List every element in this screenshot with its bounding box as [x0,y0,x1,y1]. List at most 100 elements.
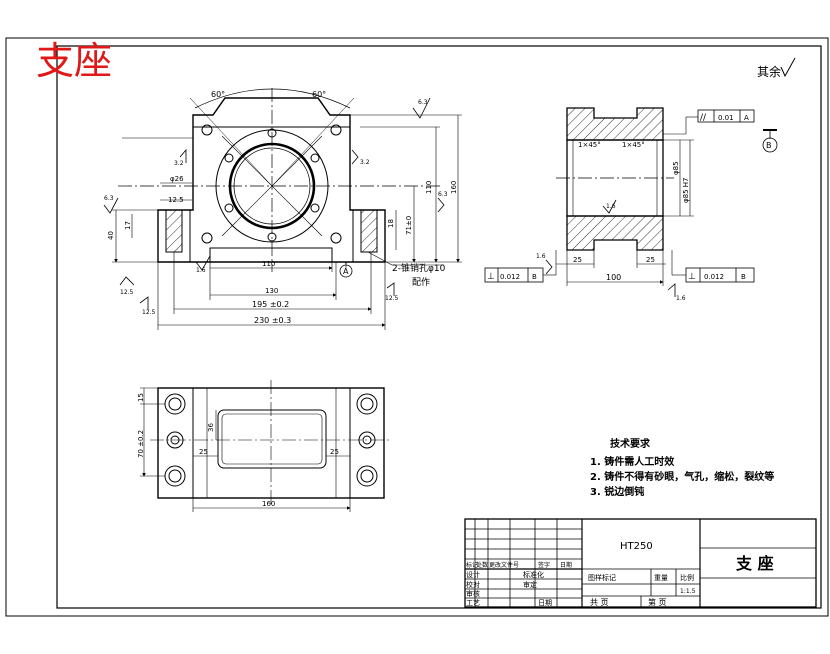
dim-160-top: 160 [262,500,275,508]
dim-25-right-top: 25 [330,448,339,456]
tech-item-1: 1. 铸件需人工时效 [590,455,675,468]
roughness-16-icon [195,255,211,271]
watermark-title: 支座 [36,39,112,83]
inner-border [56,45,822,609]
tol-parallel-ref: A [744,114,749,122]
part-name: 支 座 [735,554,774,573]
tech-item-3: 3. 锐边倒钝 [590,485,644,498]
dim-195: 195 ±0.2 [252,300,289,309]
roughness-125-icon [119,276,135,286]
tb-change-doc: 更改文件号 [489,561,519,569]
roughness-63-right-icon [437,197,445,213]
front-view-labels: 60° 60° 110 130 195 ±0.2 230 ±0.3 110 16… [103,90,458,325]
dim-70: 70 ±0.2 [137,430,145,458]
tol-parallel-value: 0.01 [718,114,734,122]
dim-18: 18 [387,219,395,228]
dim-25-right-side: 25 [646,256,655,264]
rough-125: 12.5 [120,289,134,296]
tech-title: 技术要求 [610,437,651,450]
tb-drawing-mark: 图样标记 [588,573,616,582]
rough-32: 3.2 [174,160,184,167]
dim-110-right: 110 [425,181,433,194]
top-view [140,380,392,512]
roughness-125-right-icon [386,282,395,296]
tb-check: 审核 [466,589,480,598]
roughness-125-b-icon [139,296,149,310]
dim-110-bottom: 110 [262,260,275,268]
side-view-labels: 1×45° 1×45° φ85 φ85 H7 100 25 25 // 0.01… [487,113,772,302]
rough-125-b: 12.5 [142,309,156,316]
title-block [464,518,817,608]
tol-perp-right-symbol: ⊥ [688,272,696,282]
tb-mark: 标记 [466,561,478,569]
dim-130: 130 [265,287,278,295]
angle-right-label: 60° [312,90,326,99]
dim-phi26: φ26 [170,175,184,183]
roughness-32-icon [179,148,187,163]
dim-160: 160 [450,181,458,194]
datum-a: A [343,267,349,276]
roughness-16-left-icon [545,259,553,275]
tech-item-2: 2. 铸件不得有砂眼，气孔，缩松，裂纹等 [590,470,774,483]
roughness-symbol-icon [780,57,796,78]
roughness-63-icon [412,97,431,119]
tb-standardize: 标准化 [523,570,544,579]
tol-perp-right-value: 0.012 [704,273,724,281]
rough-125-right: 12.5 [385,295,399,302]
tb-weight: 重量 [654,574,668,582]
roughness-32-right-icon [351,149,359,165]
rough-16-side: 1.6 [606,203,616,210]
dim-71: 71±0 [405,216,413,235]
dim-230: 230 ±0.3 [254,316,291,325]
tol-perp-left-ref: B [532,273,537,281]
outer-border [5,37,829,617]
fit-note: 配作 [412,276,430,288]
front-view [112,88,462,330]
tb-sheet-no: 第 页 [648,597,667,607]
roughness-16-bottom-icon [667,283,676,297]
side-view [484,107,778,286]
tb-sheets-total: 共 页 [590,598,609,607]
tb-date: 日期 [538,599,552,607]
title-block-labels: HT250 支 座 标记 处数 更改文件号 签字 日期 设计 标准化 校对 审定… [466,541,774,607]
dim-100: 100 [606,273,621,282]
roughness-16-side-icon [602,199,617,214]
dim-phi85h7: φ85 H7 [682,178,690,203]
tb-scale: 比例 [680,573,694,582]
tech-requirements: 技术要求 1. 铸件需人工时效 2. 铸件不得有砂眼，气孔，缩松，裂纹等 3. … [590,437,774,498]
tb-scale-value: 1:1.5 [680,588,696,595]
chamfer-left: 1×45° [578,141,601,149]
tol-perp-left-value: 0.012 [500,273,520,281]
tol-parallel-symbol: // [700,113,707,123]
datum-b: B [766,141,772,150]
dim-12-5: 12.5 [168,196,184,204]
roughness-note: 其余 [757,64,781,79]
rough-63-right: 6.3 [438,191,448,198]
tb-date-head: 日期 [560,561,572,569]
tb-sign: 签字 [538,561,550,569]
dim-15: 15 [137,393,145,402]
material: HT250 [620,541,653,552]
tb-review: 校对 [466,580,480,589]
rough-63-left: 6.3 [104,195,114,202]
tol-perp-left-symbol: ⊥ [487,272,495,282]
top-view-labels: 15 70 ±0.2 36 25 25 160 [137,393,339,508]
dim-25-left-side: 25 [573,256,582,264]
taper-pin-note: 2-锥销孔φ10 [392,262,446,274]
tb-count: 处数 [476,561,488,569]
angle-left-label: 60° [211,90,225,99]
chamfer-right: 1×45° [622,141,645,149]
tb-design: 设计 [466,570,480,579]
tol-perp-right-ref: B [741,273,746,281]
dim-17: 17 [124,221,132,230]
dim-phi85: φ85 [672,161,680,175]
rough-16-left: 1.6 [536,253,546,260]
dim-40: 40 [107,231,115,240]
rough-63-top: 6.3 [418,99,428,106]
roughness-63-left-icon [103,197,119,214]
rough-16-bottom: 1.6 [676,295,686,302]
rough-16: 1.6 [196,267,206,274]
rough-32-right: 3.2 [360,159,370,166]
dim-36: 36 [207,423,215,432]
